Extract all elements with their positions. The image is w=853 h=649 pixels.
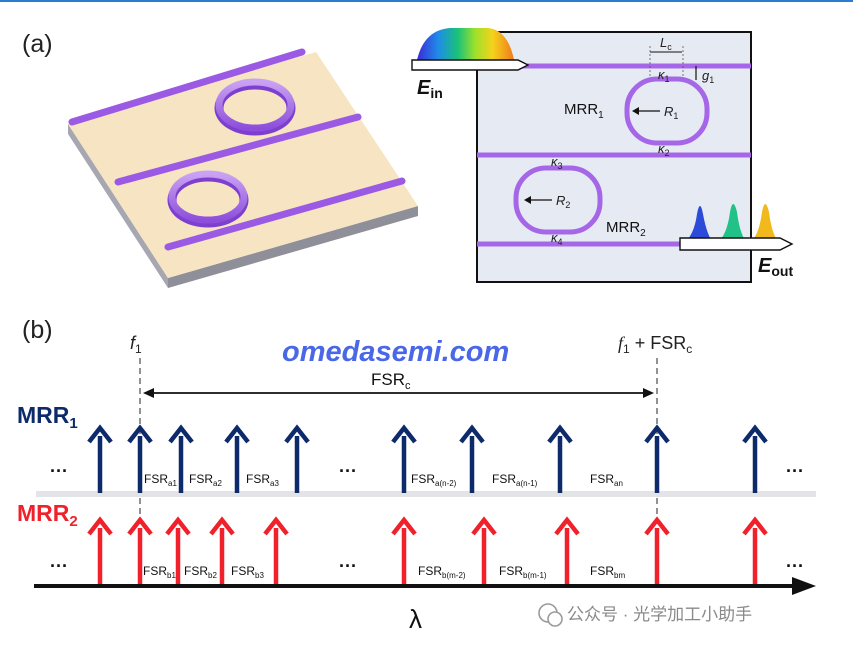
mrr2-arrow-3 (165, 516, 191, 586)
mrr1-arrow-7 (459, 424, 485, 493)
output-peak-green (716, 204, 748, 244)
fsr-b-label-1: FSRb1 (143, 564, 176, 580)
mrr2-arrow-2 (127, 516, 153, 586)
top-rule (0, 0, 853, 2)
mrr1-arrow-2 (127, 424, 153, 493)
chip-ring-1 (215, 78, 295, 132)
wavelength-axis-arrowhead (792, 577, 816, 595)
mrr2-arrow-8 (554, 516, 580, 586)
e-out-label: Eout (758, 255, 793, 279)
mrr2-arrow-6 (391, 516, 417, 586)
mrr1-arrow-3 (168, 424, 194, 493)
panel-a-label: (a) (22, 30, 53, 58)
mrr1-arrow-10 (742, 424, 768, 493)
mrr2-schematic-label: MRR2 (606, 219, 646, 239)
mrr1-arrow-9 (644, 424, 670, 493)
r2-arrowhead (524, 196, 531, 204)
input-spectrum (417, 28, 514, 60)
output-arrow-icon (679, 237, 794, 251)
chip-side-edge (68, 124, 168, 288)
fsrc-label: FSRc (371, 370, 411, 392)
mrr2-arrow-1 (87, 516, 113, 586)
fsr-b-label-5: FSRb(m-1) (499, 564, 547, 580)
kappa4-label: κ4 (551, 230, 563, 247)
lambda-label: λ (409, 604, 422, 634)
wechat-account-text: 公众号 · 光学加工小助手 (567, 605, 752, 624)
fsr-b-label-3: FSRb3 (231, 564, 264, 580)
mrr2-arrow-9 (644, 516, 670, 586)
chip-bus-waveguide-2 (114, 113, 362, 186)
mrr1-schematic-label: MRR1 (564, 101, 604, 121)
ellipsis-mrr1-middle: ··· (339, 461, 357, 481)
fsr-a-label-4: FSRa(n-2) (411, 472, 457, 488)
kappa1-label: κ1 (658, 67, 670, 84)
mrr2-arrow-5 (263, 516, 289, 586)
fsr-a-label-6: FSRan (590, 472, 623, 488)
ellipsis-mrr1-left: ··· (50, 461, 68, 481)
ellipsis-mrr2-middle: ··· (339, 556, 357, 576)
mrr2-arrow-10 (742, 516, 768, 586)
mrr1-row-label: MRR1 (17, 402, 78, 432)
r2-label: R2 (556, 193, 570, 210)
mrr2-row-label: MRR2 (17, 500, 78, 530)
chip-3d (68, 48, 418, 288)
fsr-b-label-6: FSRbm (590, 564, 625, 580)
chip-ring-2 (168, 170, 248, 224)
ring-mrr2 (513, 165, 603, 235)
mrr1-arrow-4 (224, 424, 250, 493)
fsr-a-label-3: FSRa3 (246, 472, 279, 488)
fsrc-arrowhead-right (643, 388, 654, 398)
ring-mrr1 (624, 76, 710, 146)
ellipsis-mrr2-right: ··· (786, 556, 804, 576)
fsr-a-label-5: FSRa(n-1) (492, 472, 538, 488)
wechat-footer: 公众号 · 光学加工小助手 (538, 603, 752, 627)
mrr1-arrow-8 (547, 424, 573, 493)
fsr-b-labels: FSRb1 FSRb2 FSRb3 FSRb(m-2) FSRb(m-1) FSRbm (143, 564, 625, 580)
f1-plus-fsrc-label: f1 + FSRc (618, 333, 692, 356)
lc-label: Lc (660, 35, 672, 52)
g1-label: g1 (702, 68, 714, 85)
mrr1-resonance-arrows (87, 424, 768, 493)
watermark-text: omedasemi.com (282, 336, 509, 368)
fsr-a-label-1: FSRa1 (144, 472, 177, 488)
ellipsis-mrr1-right: ··· (786, 461, 804, 481)
fsr-b-label-2: FSRb2 (184, 564, 217, 580)
output-peak-blue (683, 206, 714, 244)
fsr-a-labels: FSRa1 FSRa2 FSRa3 FSRa(n-2) FSRa(n-1) FSRan (144, 472, 623, 488)
chip-bus-waveguide-3 (164, 177, 406, 251)
output-peak-yellow (749, 204, 780, 244)
kappa2-label: κ2 (658, 141, 670, 158)
mrr1-arrow-6 (391, 424, 417, 493)
mrr2-arrow-7 (471, 516, 497, 586)
panel-b-label: (b) (22, 316, 53, 344)
chip-top-surface (68, 52, 418, 278)
chip-bus-waveguide-1 (68, 48, 306, 126)
fsr-b-label-4: FSRb(m-2) (418, 564, 466, 580)
mrr1-arrow-1 (87, 424, 113, 493)
f1-label: f1 (130, 333, 142, 356)
mrr1-arrow-5 (284, 424, 310, 493)
fsr-a-label-2: FSRa2 (189, 472, 222, 488)
wechat-icon-bubble (547, 611, 563, 627)
chip-front-edge (168, 206, 418, 288)
row-separator-band (36, 491, 816, 497)
r1-label: R1 (664, 104, 678, 121)
r1-arrowhead (632, 107, 639, 115)
input-arrow-icon (411, 59, 530, 71)
mrr2-arrow-4 (209, 516, 235, 586)
e-in-label: Ein (417, 77, 443, 101)
ellipsis-mrr2-left: ··· (50, 556, 68, 576)
mrr2-resonance-arrows (87, 516, 768, 586)
kappa3-label: κ3 (551, 154, 563, 171)
fsrc-arrowhead-left (143, 388, 154, 398)
